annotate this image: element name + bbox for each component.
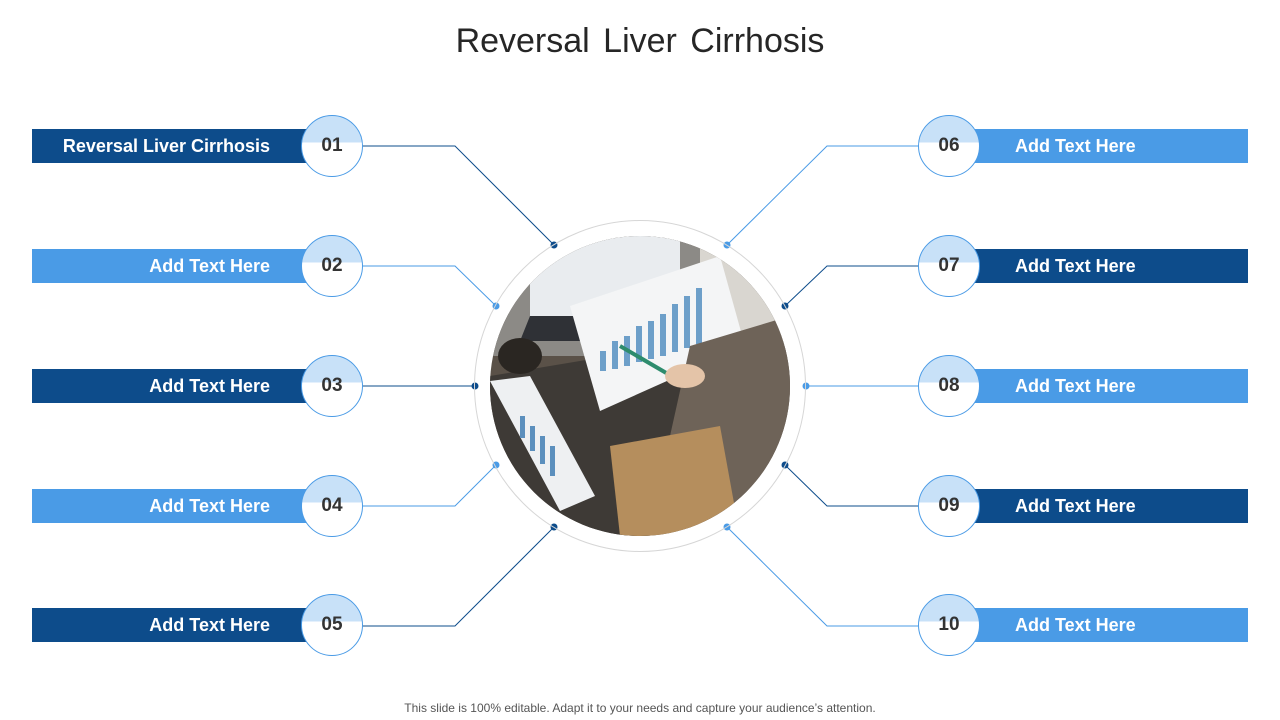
slide-title: Reversal Liver Cirrhosis bbox=[455, 22, 825, 60]
item-02-number-badge: 02 bbox=[301, 235, 363, 297]
item-01-number: 01 bbox=[321, 135, 343, 156]
connector-07 bbox=[784, 265, 918, 307]
item-09-bar: Add Text Here bbox=[948, 489, 1248, 523]
item-08-bar: Add Text Here bbox=[948, 369, 1248, 403]
item-07-number-badge: 07 bbox=[918, 235, 980, 297]
item-07-number: 07 bbox=[938, 255, 960, 276]
item-04-number: 04 bbox=[321, 495, 343, 516]
item-06-number: 06 bbox=[938, 135, 960, 156]
item-06-number-badge: 06 bbox=[918, 115, 980, 177]
item-03-number: 03 bbox=[321, 375, 343, 396]
item-06-bar: Add Text Here bbox=[948, 129, 1248, 163]
connector-01 bbox=[362, 145, 555, 246]
item-08-number: 08 bbox=[938, 375, 960, 396]
item-01-number-badge: 01 bbox=[301, 115, 363, 177]
item-05-number-badge: 05 bbox=[301, 594, 363, 656]
item-04-number-badge: 04 bbox=[301, 475, 363, 537]
item-10-number: 10 bbox=[938, 614, 960, 635]
item-08-number-badge: 08 bbox=[918, 355, 980, 417]
connector-10 bbox=[726, 526, 918, 627]
connector-04 bbox=[362, 464, 497, 507]
item-07-bar: Add Text Here bbox=[948, 249, 1248, 283]
connector-06 bbox=[726, 145, 918, 246]
item-09-number: 09 bbox=[938, 495, 960, 516]
item-10-bar: Add Text Here bbox=[948, 608, 1248, 642]
connector-02 bbox=[362, 265, 497, 307]
item-03-bar: Add Text Here bbox=[32, 369, 332, 403]
center-photo bbox=[490, 236, 790, 536]
item-02-number: 02 bbox=[321, 255, 343, 276]
business-meeting-photo-icon bbox=[490, 236, 790, 536]
center-ring bbox=[474, 220, 806, 552]
item-09-number-badge: 09 bbox=[918, 475, 980, 537]
item-03-number-badge: 03 bbox=[301, 355, 363, 417]
item-02-bar: Add Text Here bbox=[32, 249, 332, 283]
item-04-bar: Add Text Here bbox=[32, 489, 332, 523]
connector-05 bbox=[362, 526, 555, 627]
item-05-bar: Add Text Here bbox=[32, 608, 332, 642]
item-05-number: 05 bbox=[321, 614, 343, 635]
connector-09 bbox=[784, 464, 918, 507]
slide-footer: This slide is 100% editable. Adapt it to… bbox=[404, 701, 876, 715]
item-10-number-badge: 10 bbox=[918, 594, 980, 656]
item-01-bar: Reversal Liver Cirrhosis bbox=[32, 129, 332, 163]
